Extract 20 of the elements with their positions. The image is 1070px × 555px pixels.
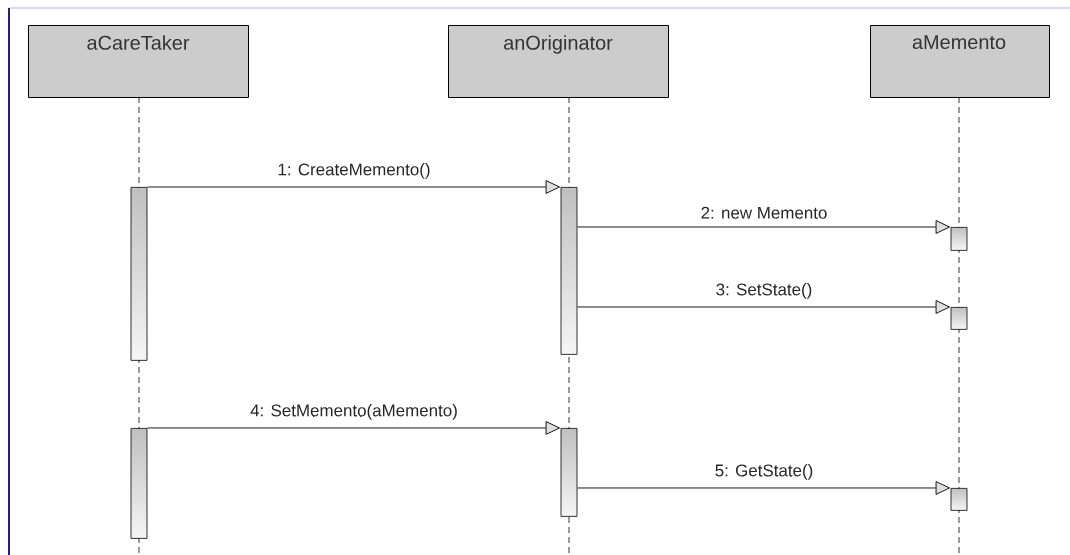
edge-label: 1: CreateMemento()	[276, 162, 432, 180]
message-arrow	[576, 481, 950, 495]
activation-bar	[950, 488, 968, 511]
activation-bar	[130, 428, 148, 539]
object-box: anOriginator	[448, 25, 669, 98]
edge-label: 4: SetMemento(aMemento)	[249, 403, 459, 421]
object-box: aMemento	[870, 25, 1050, 98]
message-arrow	[576, 300, 950, 314]
activation-bar	[560, 187, 578, 355]
object-box: aCareTaker	[28, 25, 249, 98]
edge-label: 2: new Memento	[699, 205, 829, 220]
edge-label: 3: SetState()	[714, 282, 814, 300]
edge-label: 5: GetState()	[713, 463, 815, 481]
activation-bar	[560, 428, 578, 517]
activation-bar	[130, 187, 148, 361]
activation-bar	[950, 307, 968, 330]
activation-bar	[950, 227, 968, 251]
message-arrow	[146, 421, 560, 435]
message-arrow	[146, 180, 560, 194]
message-arrow	[576, 220, 950, 234]
